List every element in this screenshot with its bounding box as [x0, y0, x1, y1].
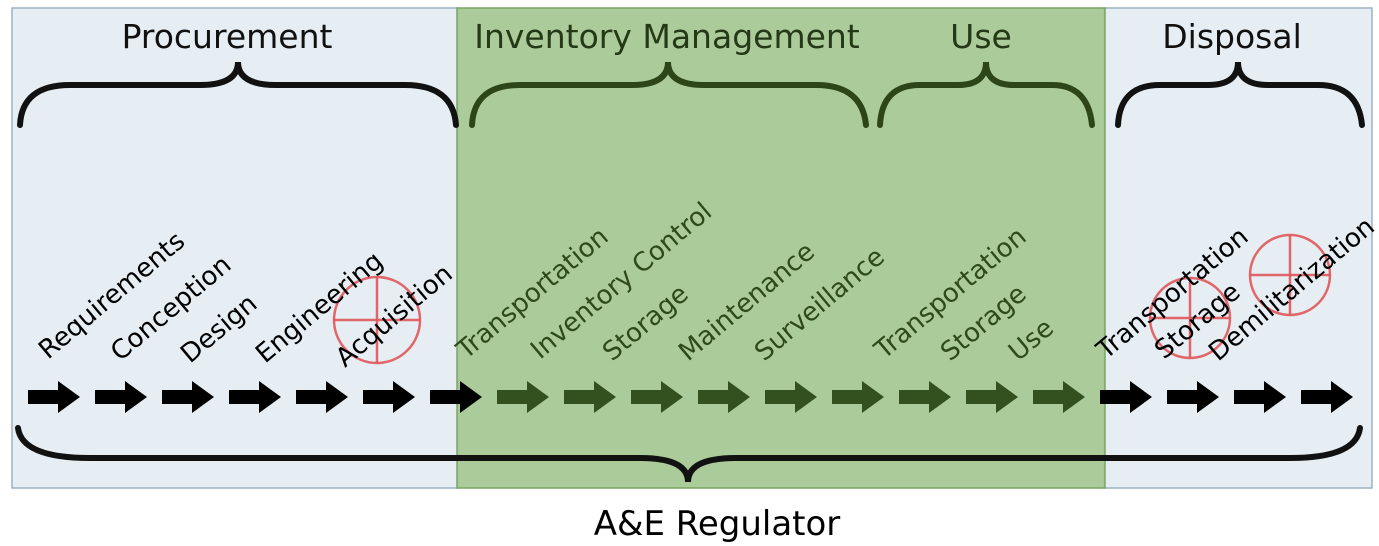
- demilitarization-crosshair-icon: [1248, 233, 1332, 317]
- disposal-brace: [1115, 61, 1365, 128]
- flow-arrow: [899, 381, 951, 413]
- flow-arrow: [430, 381, 482, 413]
- procurement-zone: [11, 7, 459, 489]
- flow-arrow: [832, 381, 884, 413]
- flow-arrow: [1100, 381, 1152, 413]
- flow-arrow: [28, 381, 80, 413]
- inventory-management-brace: [469, 61, 869, 128]
- use-brace: [877, 61, 1095, 128]
- acquisition-crosshair-icon: [332, 275, 422, 365]
- use-header: Use: [950, 17, 1012, 56]
- storage-crosshair-icon: [1148, 276, 1232, 360]
- regulator-label: A&E Regulator: [594, 504, 841, 544]
- flow-arrow: [631, 381, 683, 413]
- flow-arrow: [1301, 381, 1353, 413]
- flow-arrow: [95, 381, 147, 413]
- flow-arrow: [1167, 381, 1219, 413]
- flow-arrow: [1234, 381, 1286, 413]
- flow-arrow: [497, 381, 549, 413]
- flow-arrow: [162, 381, 214, 413]
- flow-arrow-row: [28, 381, 1353, 413]
- flow-arrow: [229, 381, 281, 413]
- flow-arrow: [966, 381, 1018, 413]
- flow-arrow: [765, 381, 817, 413]
- flow-arrow: [296, 381, 348, 413]
- flow-arrow: [564, 381, 616, 413]
- flow-arrow: [363, 381, 415, 413]
- regulator-brace: [15, 425, 1363, 483]
- procurement-brace: [17, 61, 459, 128]
- flow-arrow: [698, 381, 750, 413]
- procurement-header: Procurement: [122, 17, 333, 56]
- flow-arrow: [1033, 381, 1085, 413]
- inventory-management-header: Inventory Management: [474, 17, 860, 56]
- disposal-header: Disposal: [1162, 17, 1302, 56]
